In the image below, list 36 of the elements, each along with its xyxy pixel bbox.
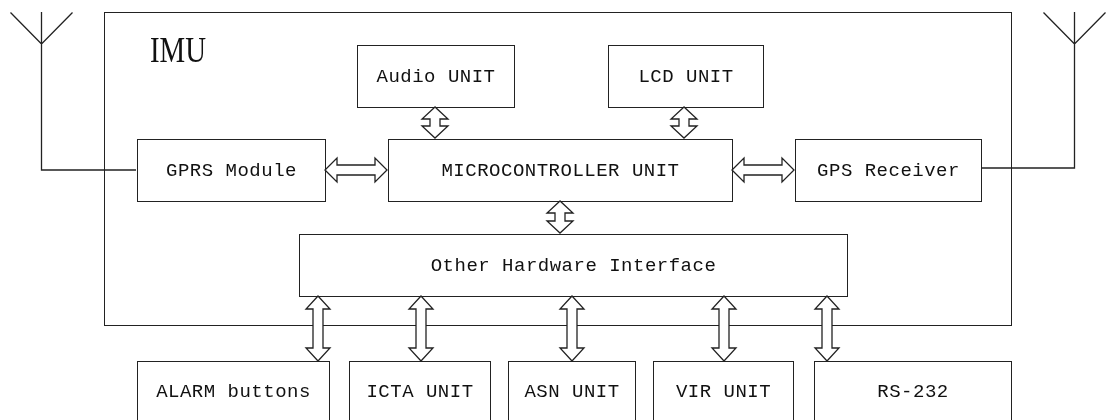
double-arrow: [304, 295, 332, 362]
unit-box: [608, 45, 764, 108]
double-arrow: [558, 295, 586, 362]
unit-box: [814, 361, 1012, 420]
unit-box: [388, 139, 733, 202]
unit-label: Other Hardware Interface: [430, 254, 717, 277]
unit-label: GPRS Module: [166, 159, 297, 182]
unit-label: MICROCONTROLLER UNIT: [441, 159, 680, 182]
unit-label: GPS Receiver: [817, 159, 960, 182]
unit-label: RS-232: [877, 381, 949, 403]
unit-label: ALARM buttons: [156, 381, 311, 403]
unit-box: [349, 361, 491, 420]
unit-box: [137, 361, 330, 420]
double-arrow: [813, 295, 841, 362]
unit-label: VIR UNIT: [675, 381, 772, 403]
unit-label: ICTA UNIT: [366, 381, 474, 403]
double-arrow: [731, 156, 795, 184]
double-arrow: [669, 106, 699, 139]
double-arrow: [710, 295, 738, 362]
unit-label: Audio UNIT: [376, 65, 496, 88]
double-arrow: [324, 156, 388, 184]
unit-box: [357, 45, 515, 108]
antenna-line: [980, 43, 1076, 169]
antenna-line: [40, 43, 137, 171]
unit-box: [299, 234, 848, 297]
unit-box: [137, 139, 326, 202]
unit-box: [795, 139, 982, 202]
double-arrow: [545, 200, 575, 234]
double-arrow: [407, 295, 435, 362]
double-arrow: [420, 106, 450, 139]
unit-label: LCD UNIT: [638, 65, 734, 88]
panel-title: IMU: [150, 29, 206, 71]
unit-box: [508, 361, 636, 420]
unit-box: [653, 361, 794, 420]
unit-label: ASN UNIT: [524, 381, 620, 403]
module-panel: [104, 12, 1012, 326]
